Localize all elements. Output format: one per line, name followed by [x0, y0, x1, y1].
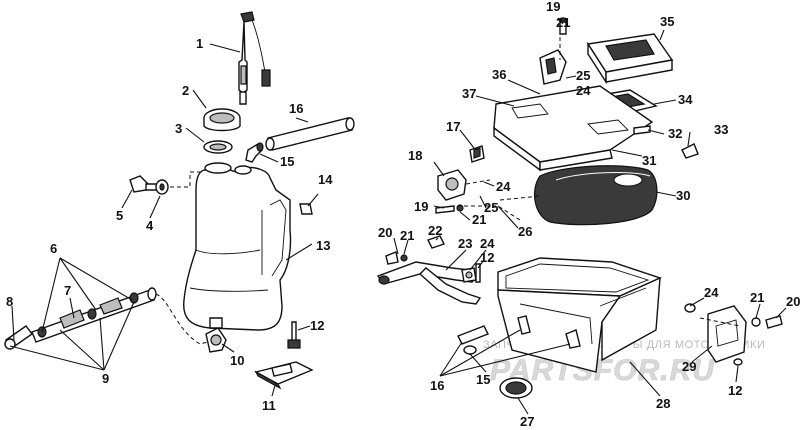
fuel-filter-part: [4, 325, 33, 350]
outlet-fitting-part: [205, 327, 227, 353]
callout-16-bottom: 16: [430, 378, 444, 393]
box-screw-part: [475, 263, 481, 283]
callout-25-top: 25: [576, 68, 590, 83]
seat-pad-part: [586, 33, 674, 85]
callout-1: 1: [196, 36, 203, 51]
storage-lid-part: [493, 85, 654, 172]
bracket-screw-part: [287, 321, 301, 349]
callout-12-mid: 12: [480, 250, 494, 265]
latch-knob-part: [437, 169, 467, 201]
callout-2: 2: [182, 83, 189, 98]
grommet-part: [427, 235, 445, 249]
fuel-cap-part: [203, 108, 241, 132]
callout-29: 29: [682, 359, 696, 374]
callout-9: 9: [102, 371, 109, 386]
mounting-bracket-part: [254, 361, 314, 390]
lid-fastener-part: [633, 125, 651, 135]
upper-bracket-part: [539, 49, 567, 85]
small-clamp-part: [469, 145, 485, 163]
callout-4: 4: [146, 218, 154, 233]
callout-23: 23: [458, 236, 472, 251]
callout-21-top: 21: [556, 15, 570, 30]
callout-labels: 1 2 3 16 15 5 4 14 13 6 7 8 9 10 12 11 1…: [6, 0, 800, 429]
callout-20-right: 20: [786, 294, 800, 309]
callout-15: 15: [280, 154, 294, 169]
callout-19-top: 19: [546, 0, 560, 14]
callout-25-mid: 25: [484, 200, 498, 215]
callout-14: 14: [318, 172, 333, 187]
callout-12-right: 12: [728, 383, 742, 398]
callout-32: 32: [668, 126, 682, 141]
rack-bracket-part: [376, 261, 482, 305]
storage-box-part: [497, 257, 662, 373]
callout-5: 5: [116, 208, 123, 223]
callout-20-left: 20: [378, 225, 392, 240]
callout-24-mid: 24: [496, 179, 511, 194]
callout-22: 22: [428, 223, 442, 238]
cap-gasket-part: [203, 140, 233, 154]
callout-31: 31: [642, 153, 656, 168]
tank-washer-part: [155, 179, 169, 195]
callout-13: 13: [316, 238, 330, 253]
fuel-tank-part: [183, 162, 292, 331]
rack-bolt-part: [385, 251, 408, 265]
callout-6: 6: [50, 241, 57, 256]
rack-nut-part: [461, 267, 477, 283]
callout-3: 3: [175, 121, 182, 136]
callout-33: 33: [714, 122, 728, 137]
callout-7: 7: [64, 283, 71, 298]
elbow-fitting-part: [245, 142, 264, 163]
callout-36: 36: [492, 67, 506, 82]
leader-lines: [9, 17, 787, 415]
callout-26: 26: [518, 224, 532, 239]
callout-15-bottom: 15: [476, 372, 490, 387]
latch-clip-part: [681, 143, 699, 159]
latch-fasteners-part: [684, 303, 783, 366]
callout-27: 27: [520, 414, 534, 429]
callout-21-right: 21: [750, 290, 764, 305]
fuel-sender-part: [238, 11, 271, 105]
callout-19-mid: 19: [414, 199, 428, 214]
callout-11: 11: [262, 398, 276, 413]
callout-16: 16: [289, 101, 303, 116]
callout-28: 28: [656, 396, 670, 411]
vent-hose-part: [265, 117, 355, 151]
callout-18: 18: [408, 148, 422, 163]
callout-37: 37: [462, 86, 476, 101]
callout-24-low: 24: [480, 236, 495, 251]
callout-12-left: 12: [310, 318, 324, 333]
latch-plate-part: [707, 305, 747, 363]
callout-34: 34: [678, 92, 693, 107]
callout-10: 10: [230, 353, 244, 368]
box-washer-part: [463, 345, 477, 355]
support-pins-part: [457, 315, 581, 349]
callout-17: 17: [446, 119, 460, 134]
callout-21-left: 21: [400, 228, 414, 243]
drain-collar-part: [499, 377, 533, 399]
callout-30: 30: [676, 188, 690, 203]
callout-8: 8: [6, 294, 13, 309]
tank-clip-part: [299, 203, 313, 215]
callout-21-mid: 21: [472, 212, 486, 227]
callout-24-right: 24: [704, 285, 719, 300]
tank-bolt-part: [129, 175, 159, 193]
cushion-part: [533, 165, 658, 226]
callout-35: 35: [660, 14, 674, 29]
callout-24-top: 24: [576, 83, 591, 98]
